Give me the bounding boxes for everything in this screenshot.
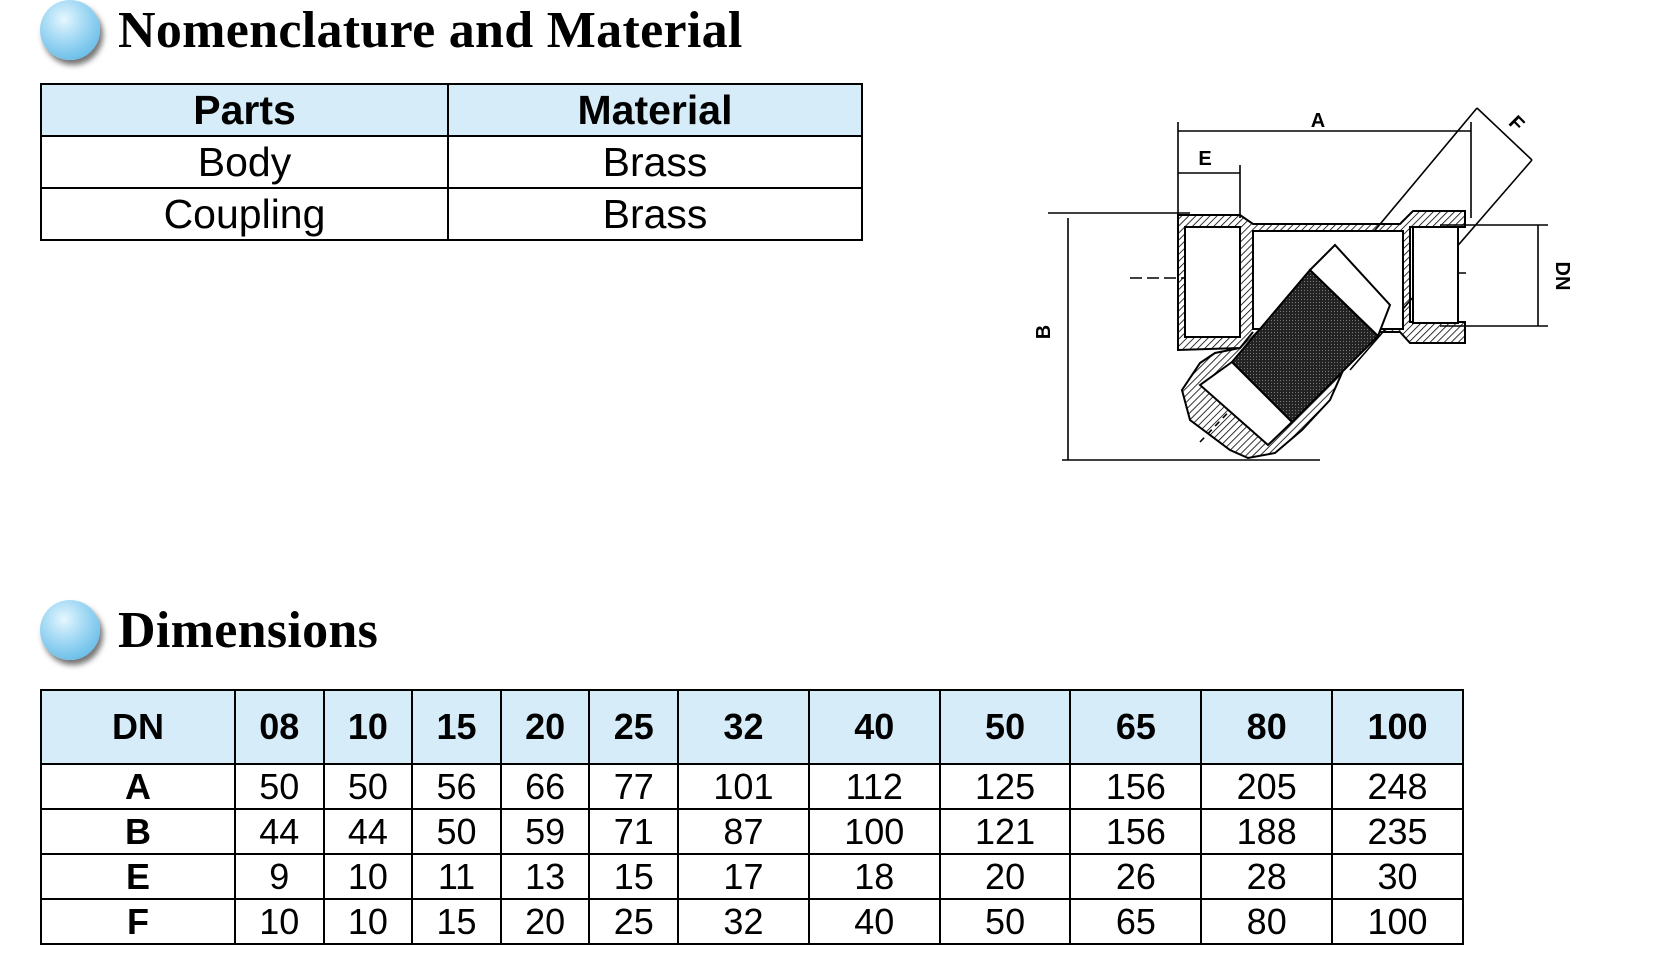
label-f: F	[1504, 112, 1528, 136]
value-cell: 28	[1200, 853, 1334, 900]
header-size: 65	[1069, 689, 1203, 765]
label-a: A	[1311, 110, 1325, 132]
value-cell: 20	[938, 853, 1072, 900]
header-size: 10	[322, 689, 414, 765]
table-row: F 10 10 15 20 25 32 40 50 65 80 100	[40, 898, 1464, 945]
value-cell: 26	[1069, 853, 1203, 900]
value-cell: 59	[499, 808, 591, 855]
value-cell: 25	[588, 898, 680, 945]
header-size: 80	[1200, 689, 1334, 765]
label-dn: DN	[1551, 262, 1573, 291]
value-cell: 44	[234, 808, 325, 855]
table-header-row: DN 08 10 15 20 25 32 40 50 65 80 100	[40, 689, 1464, 765]
value-cell: 11	[411, 853, 502, 900]
table-row: B 44 44 50 59 71 87 100 121 156 188 235	[40, 808, 1464, 855]
value-cell: 15	[588, 853, 680, 900]
header-size: 08	[234, 689, 325, 765]
value-cell: 30	[1331, 853, 1464, 900]
bullet-icon	[40, 600, 100, 660]
nomenclature-title: Nomenclature and Material	[118, 1, 743, 59]
y-strainer-drawing: A E F B DN	[1033, 107, 1573, 461]
value-cell: 100	[1331, 898, 1464, 945]
material-table: Parts Material Body Brass Coupling Brass	[40, 83, 863, 241]
dimensions-table: DN 08 10 15 20 25 32 40 50 65 80 100 A 5…	[40, 689, 1464, 945]
value-cell: 10	[234, 898, 325, 945]
row-label: A	[40, 763, 236, 810]
header-size: 40	[807, 689, 941, 765]
value-cell: 40	[807, 898, 941, 945]
value-cell: 20	[499, 898, 591, 945]
header-dn: DN	[40, 689, 236, 765]
value-cell: 125	[938, 763, 1072, 810]
material-cell: Brass	[447, 135, 863, 189]
value-cell: 50	[411, 808, 502, 855]
value-cell: 248	[1331, 763, 1464, 810]
header-size: 100	[1331, 689, 1464, 765]
value-cell: 44	[322, 808, 414, 855]
value-cell: 13	[499, 853, 591, 900]
value-cell: 121	[938, 808, 1072, 855]
value-cell: 18	[807, 853, 941, 900]
value-cell: 15	[411, 898, 502, 945]
value-cell: 101	[677, 763, 810, 810]
value-cell: 156	[1069, 763, 1203, 810]
value-cell: 66	[499, 763, 591, 810]
value-cell: 80	[1200, 898, 1334, 945]
value-cell: 50	[938, 898, 1072, 945]
table-row: Coupling Brass	[40, 187, 863, 241]
value-cell: 188	[1200, 808, 1334, 855]
label-b: B	[1033, 325, 1055, 339]
value-cell: 77	[588, 763, 680, 810]
table-row: E 9 10 11 13 15 17 18 20 26 28 30	[40, 853, 1464, 900]
table-row: Body Brass	[40, 135, 863, 189]
header-size: 15	[411, 689, 502, 765]
part-cell: Body	[40, 135, 449, 189]
value-cell: 56	[411, 763, 502, 810]
value-cell: 205	[1200, 763, 1334, 810]
value-cell: 10	[322, 898, 414, 945]
value-cell: 10	[322, 853, 414, 900]
table-row: A 50 50 56 66 77 101 112 125 156 205 248	[40, 763, 1464, 810]
header-size: 20	[499, 689, 591, 765]
header-material: Material	[447, 83, 863, 137]
label-e: E	[1198, 148, 1211, 170]
value-cell: 50	[322, 763, 414, 810]
header-size: 25	[588, 689, 680, 765]
material-cell: Brass	[447, 187, 863, 241]
bullet-icon	[40, 0, 100, 60]
dim-line-f	[1476, 107, 1533, 161]
value-cell: 100	[807, 808, 941, 855]
value-cell: 112	[807, 763, 941, 810]
nomenclature-heading: Nomenclature and Material	[40, 0, 743, 60]
table-header-row: Parts Material	[40, 83, 863, 137]
value-cell: 17	[677, 853, 810, 900]
value-cell: 65	[1069, 898, 1203, 945]
part-cell: Coupling	[40, 187, 449, 241]
value-cell: 87	[677, 808, 810, 855]
row-label: B	[40, 808, 236, 855]
value-cell: 156	[1069, 808, 1203, 855]
value-cell: 71	[588, 808, 680, 855]
value-cell: 50	[234, 763, 325, 810]
header-size: 50	[938, 689, 1072, 765]
header-size: 32	[677, 689, 810, 765]
value-cell: 9	[234, 853, 325, 900]
value-cell: 235	[1331, 808, 1464, 855]
dimensions-heading: Dimensions	[40, 600, 378, 660]
header-parts: Parts	[40, 83, 449, 137]
value-cell: 32	[677, 898, 810, 945]
row-label: F	[40, 898, 236, 945]
dimensions-title: Dimensions	[118, 601, 379, 659]
row-label: E	[40, 853, 236, 900]
